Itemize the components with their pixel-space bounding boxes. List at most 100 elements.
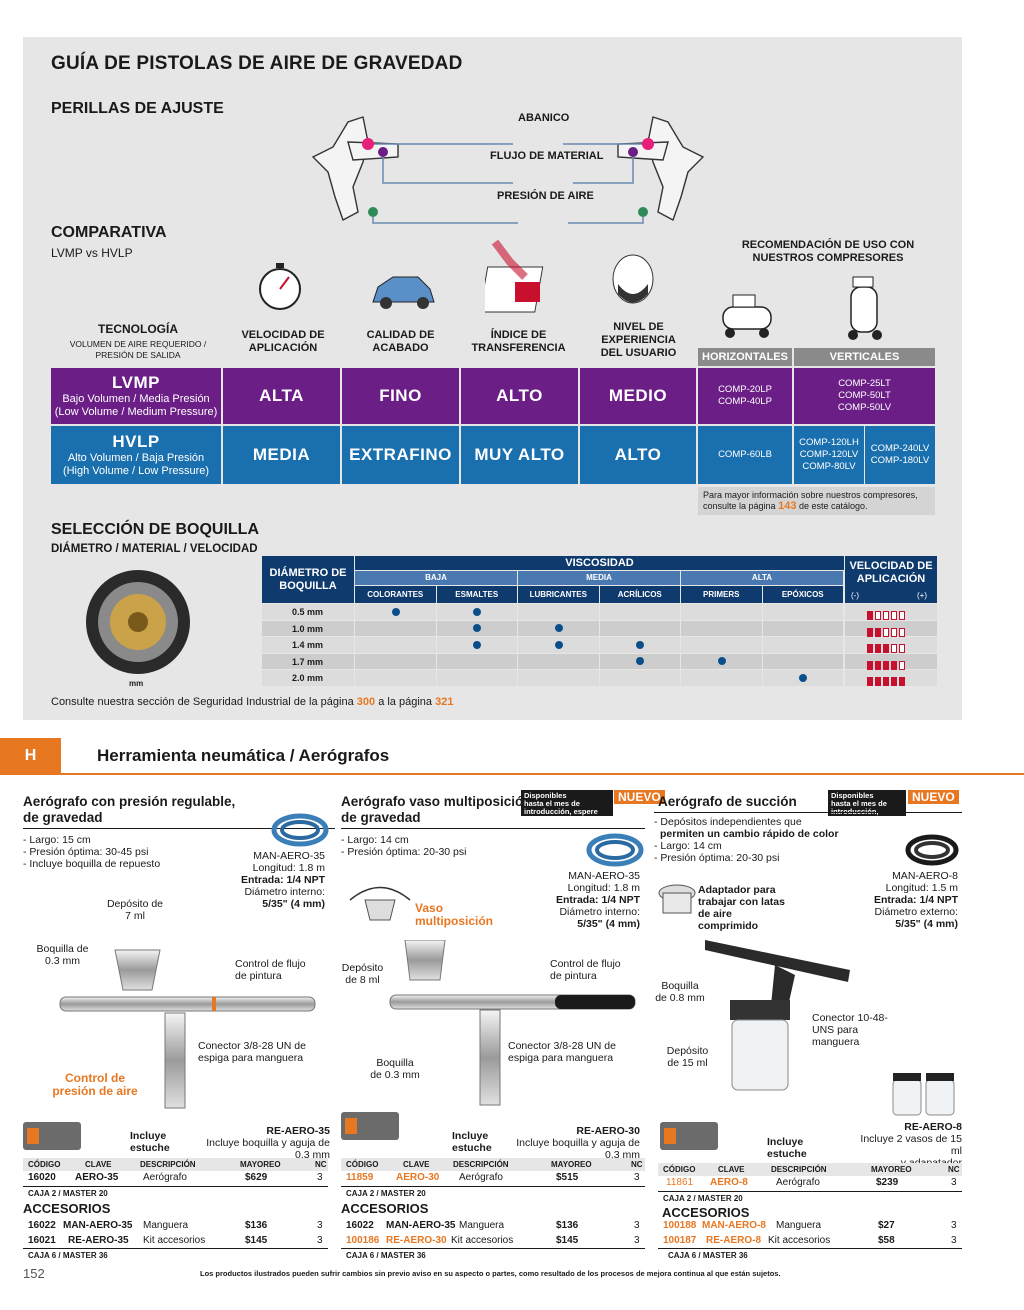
speed-bar bbox=[875, 677, 881, 686]
nozzle-cell bbox=[762, 653, 843, 669]
section-tab[interactable]: H bbox=[0, 738, 61, 774]
comparativa-title: COMPARATIVA bbox=[51, 224, 167, 241]
compat-dot bbox=[636, 640, 645, 649]
vel-minus: (-) bbox=[851, 591, 859, 600]
nozzle-cell bbox=[518, 653, 599, 669]
adapter-icon bbox=[658, 884, 696, 914]
label-boquilla: Boquilla de 0.3 mm bbox=[370, 1057, 420, 1081]
label-control-flujo: Control de flujo de pintura bbox=[550, 958, 621, 982]
nozzle-cell bbox=[762, 637, 843, 653]
speed-bar bbox=[891, 644, 897, 653]
speed-bar bbox=[875, 627, 881, 637]
label-deposito: Depósito de 15 ml bbox=[666, 1045, 709, 1069]
nozzle-cell bbox=[599, 653, 680, 669]
tecnologia-header: TECNOLOGÍA bbox=[98, 322, 178, 336]
case-image bbox=[341, 1112, 399, 1140]
compat-dot bbox=[717, 657, 726, 666]
seleccion-sub: DIÁMETRO / MATERIAL / VELOCIDAD bbox=[51, 543, 258, 555]
speed-meter bbox=[845, 670, 937, 686]
nozzle-row-diameter[interactable]: 0.5 mm bbox=[262, 604, 354, 620]
speed-bar bbox=[867, 627, 873, 637]
col-experiencia: NIVEL DE EXPERIENCIA DEL USUARIO bbox=[600, 321, 677, 359]
label-estuche: Incluye estuche bbox=[767, 1136, 807, 1160]
nozzle-row-diameter[interactable]: 1.4 mm bbox=[262, 637, 354, 653]
speed-bar bbox=[883, 627, 889, 637]
nozzle-row-diameter[interactable]: 1.7 mm bbox=[262, 653, 354, 669]
hose-icon bbox=[905, 834, 959, 866]
horizontales-header: HORIZONTALES bbox=[698, 348, 792, 366]
nozzle-cell bbox=[355, 604, 436, 620]
nozzle-row-diameter[interactable]: 1.0 mm bbox=[262, 620, 354, 636]
speed-bar bbox=[875, 644, 881, 653]
knob-abanico: ABANICO bbox=[518, 112, 570, 124]
material-0: COLORANTES bbox=[355, 586, 436, 603]
page-number: 152 bbox=[23, 1266, 45, 1281]
speed-bar bbox=[875, 611, 881, 620]
nozzle-cell bbox=[681, 653, 762, 669]
nozzle-row-diameter[interactable]: 2.0 mm bbox=[262, 670, 354, 686]
product-specs: - Largo: 14 cm- Presión óptima: 20-30 ps… bbox=[341, 834, 467, 858]
nozzle-cell bbox=[518, 620, 599, 636]
vel-header: VELOCIDAD DE APLICACIÓN bbox=[845, 556, 937, 603]
nozzle-cell bbox=[436, 620, 517, 636]
nozzle-cell bbox=[762, 670, 843, 686]
compat-dot bbox=[554, 624, 563, 633]
label-control-flujo: Control de flujo de pintura bbox=[235, 958, 306, 982]
speed-meter bbox=[845, 620, 937, 637]
knob-flujo: FLUJO DE MATERIAL bbox=[490, 150, 604, 162]
compat-dot bbox=[636, 657, 645, 666]
diam-header: DIÁMETRO DE BOQUILLA bbox=[262, 556, 354, 603]
nozzle-cell bbox=[518, 637, 599, 653]
speed-bar bbox=[867, 677, 873, 686]
nozzle-cell bbox=[436, 604, 517, 620]
speed-meter bbox=[845, 637, 937, 653]
nozzle-cell bbox=[599, 604, 680, 620]
material-2: LUBRICANTES bbox=[518, 586, 599, 603]
stopwatch-icon bbox=[259, 263, 301, 310]
nozzle-cell bbox=[355, 653, 436, 669]
hvlp-indice: MUY ALTO bbox=[461, 426, 578, 484]
hvlp-horizontales: COMP-60LB bbox=[698, 426, 792, 484]
row-hvlp-label: HVLP Alto Volumen / Baja Presión (High V… bbox=[51, 426, 221, 484]
nozzle-cell bbox=[681, 637, 762, 653]
nozzle-cell bbox=[355, 670, 436, 686]
vertical-compressor-icon bbox=[848, 276, 882, 340]
vel-plus: (+) bbox=[917, 591, 927, 600]
hvlp-velocidad: MEDIA bbox=[223, 426, 340, 484]
hvlp-experiencia: ALTO bbox=[580, 426, 696, 484]
seguridad-note: Consulte nuestra sección de Seguridad In… bbox=[51, 696, 454, 708]
transfer-icon bbox=[485, 239, 544, 313]
spray-guns-diagram bbox=[311, 116, 705, 224]
nozzle-cell bbox=[599, 670, 680, 686]
material-5: EPÓXICOS bbox=[762, 586, 843, 603]
nozzle-cell bbox=[436, 637, 517, 653]
nozzle-cell bbox=[518, 670, 599, 686]
nozzle-cell bbox=[599, 620, 680, 636]
product-title: Aerógrafo de succión bbox=[658, 794, 797, 809]
footer-note: Los productos ilustrados pueden sufrir c… bbox=[200, 1269, 781, 1278]
material-3: ACRÍLICOS bbox=[599, 586, 680, 603]
nozzle-cell bbox=[436, 670, 517, 686]
speed-bar bbox=[899, 611, 905, 620]
compat-dot bbox=[473, 640, 482, 649]
caja2-label: CAJA 6 / MASTER 36 bbox=[668, 1251, 748, 1260]
hose-icon bbox=[586, 833, 644, 867]
lvmp-indice: ALTO bbox=[461, 368, 578, 424]
lvmp-calidad: FINO bbox=[342, 368, 459, 424]
